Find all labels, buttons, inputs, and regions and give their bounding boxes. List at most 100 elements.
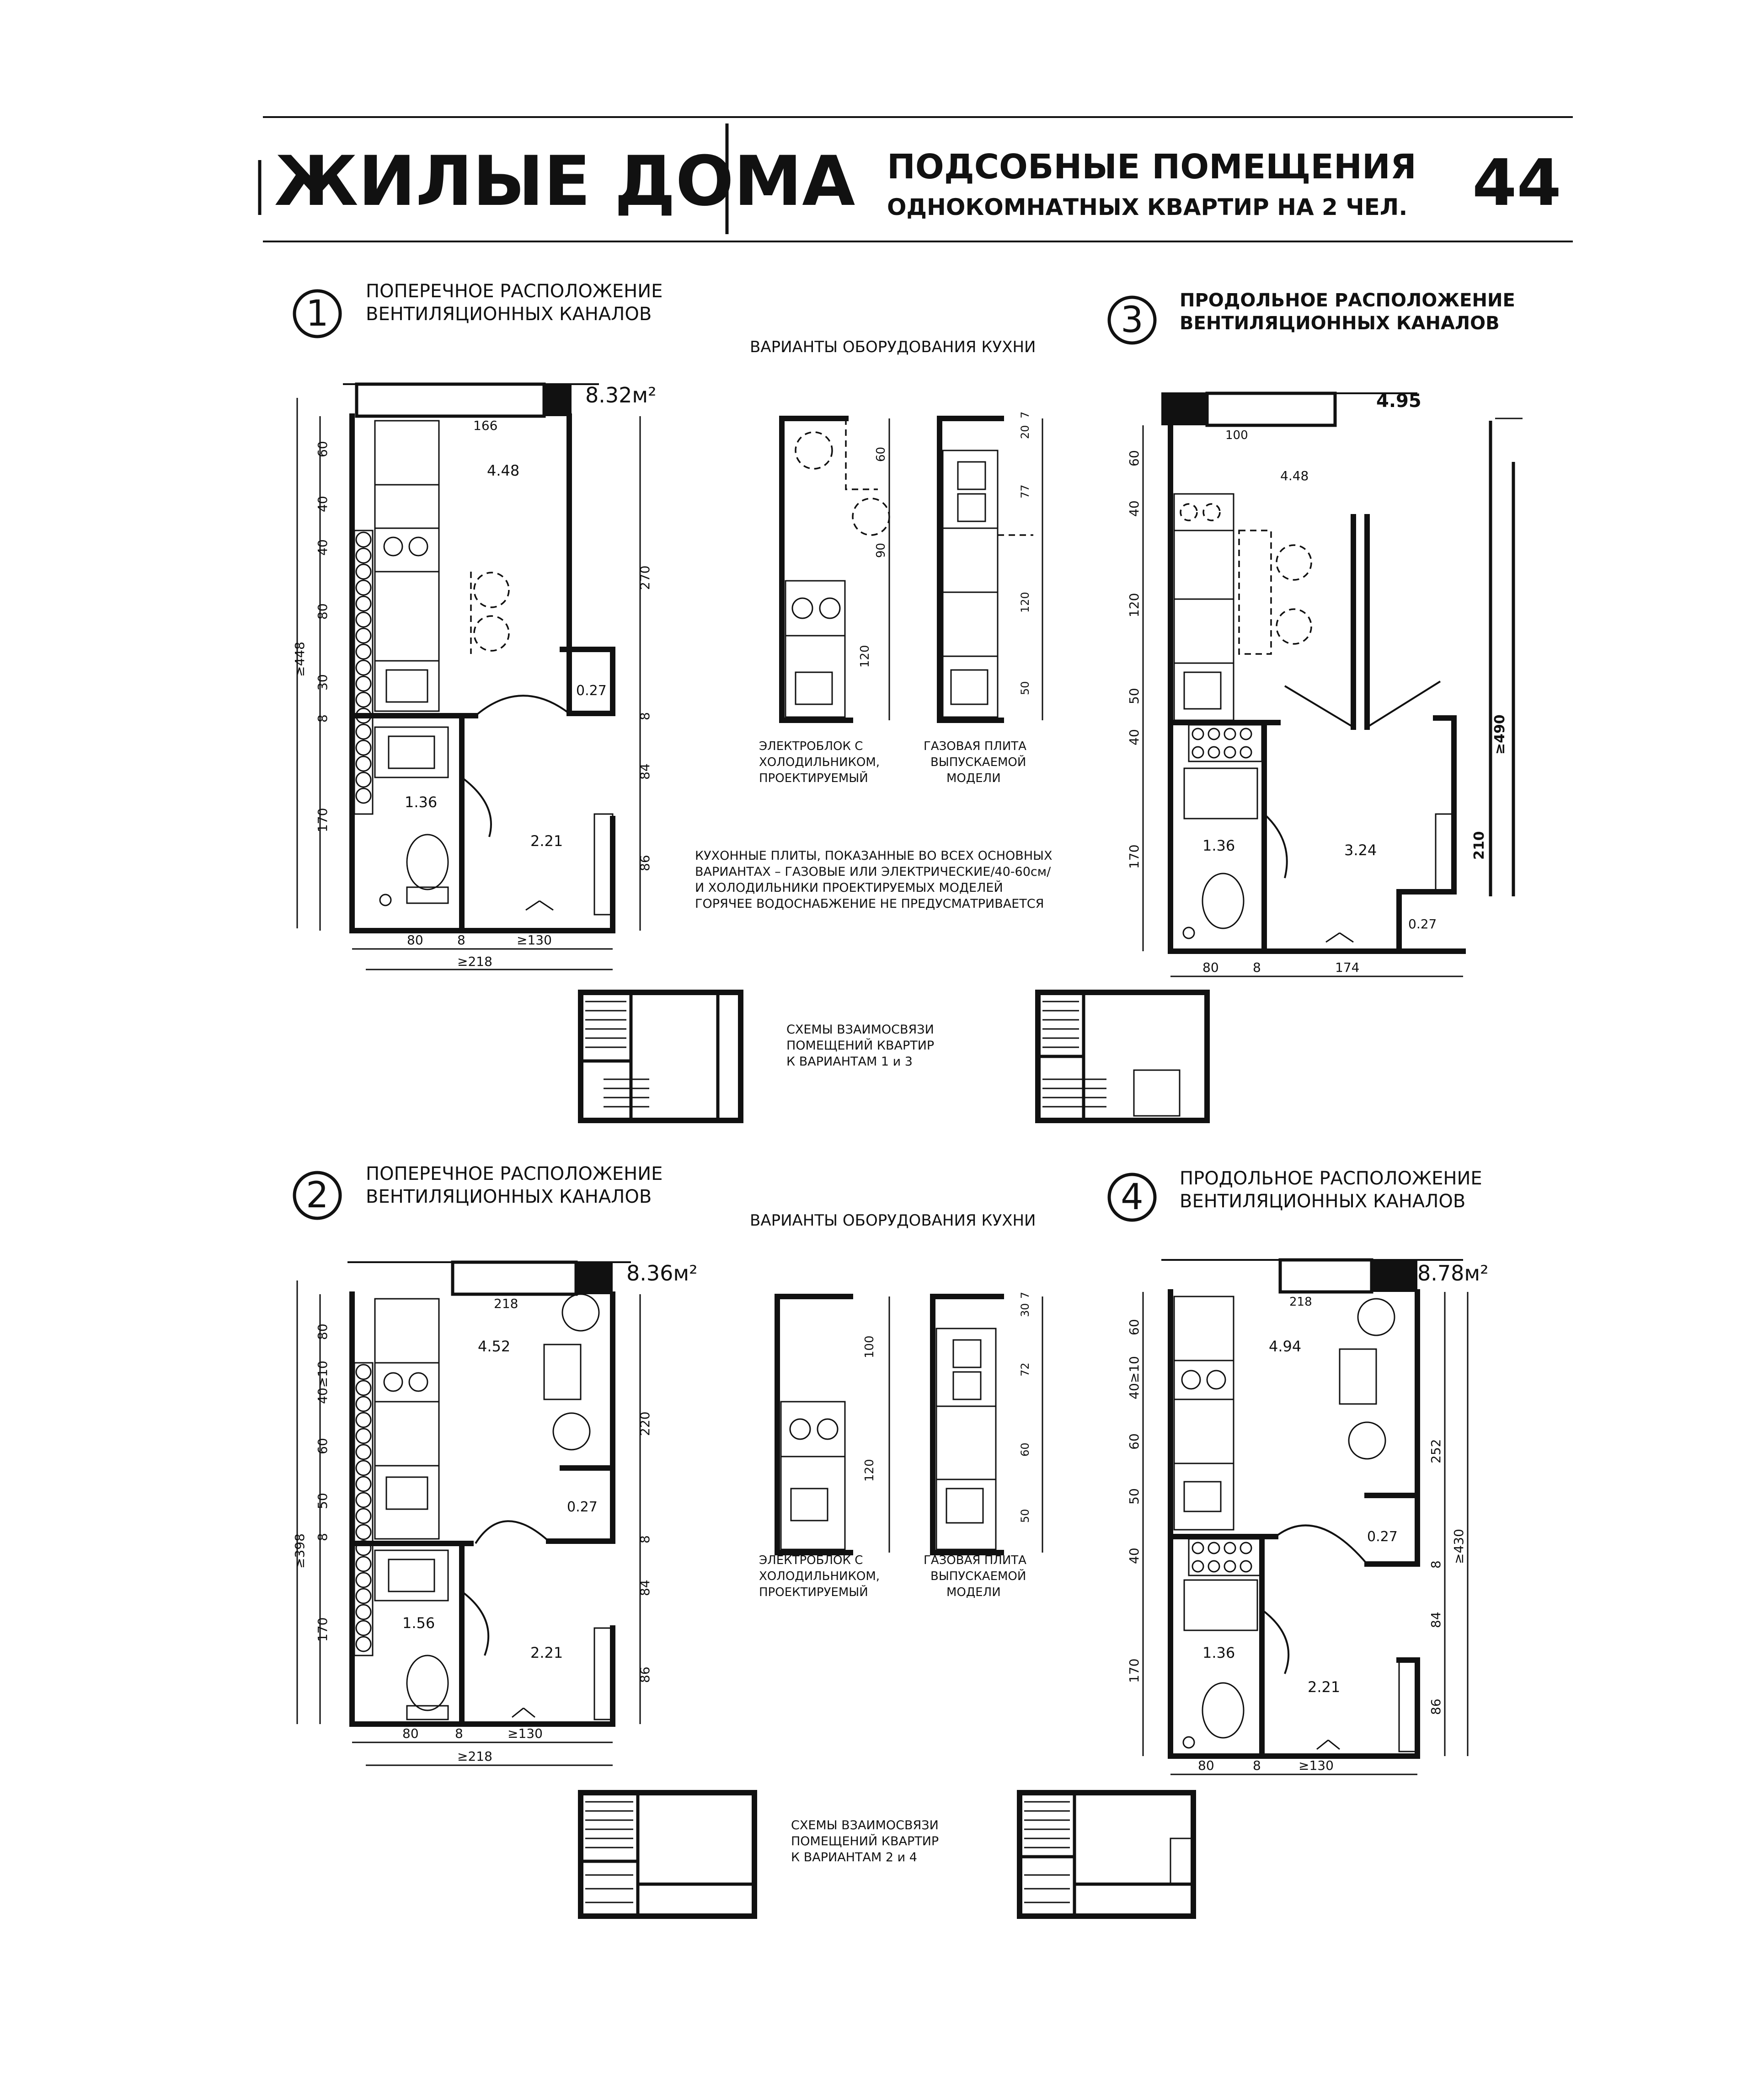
kitchen-dim: 120: [863, 1459, 876, 1482]
kitchen-dim: 90: [874, 543, 888, 558]
header: ЖИЛЫЕ ДОМА ПОДСОБНЫЕ ПОМЕЩЕНИЯ ОДНОКОМНА…: [258, 116, 1573, 242]
closet-area: 0.27: [1367, 1529, 1398, 1545]
bath-area: 1.36: [1202, 1644, 1235, 1661]
stool: [1357, 1298, 1395, 1336]
floor-plan: 8.32м² 4.48 166 0.27 1.36 2.21 60 40 40 …: [292, 382, 657, 970]
electric-label-line1: ЭЛЕКТРОБЛОК С: [759, 739, 863, 753]
vent-block: [1161, 393, 1207, 425]
schemes-1-3: СХЕМЫ ВЗАИМОСВЯЗИ ПОМЕЩЕНИЙ КВАРТИР К ВА…: [578, 990, 1210, 1123]
kitchen-dim: 120: [1019, 592, 1031, 613]
note-line3: И ХОЛОДИЛЬНИКИ ПРОЕКТИРУЕМЫХ МОДЕЛЕЙ: [695, 880, 1003, 895]
variant-number-circle: [1107, 295, 1157, 345]
gas-label-line3: МОДЕЛИ: [946, 771, 1001, 785]
bottom-dim: 8: [457, 932, 465, 948]
door-swing: [1275, 1524, 1368, 1565]
stool: [473, 572, 510, 608]
variant-number: 1: [306, 293, 329, 334]
bath-door-swing: [1261, 1609, 1290, 1674]
bottom-dim: 80: [1198, 1758, 1214, 1773]
apartment-area: 8.78м²: [1417, 1261, 1489, 1286]
stool: [473, 615, 510, 652]
kitchen-variants-title: ВАРИАНТЫ ОБОРУДОВАНИЯ КУХНИ: [750, 1211, 1036, 1230]
top-dimension: 218: [494, 1296, 518, 1311]
vent-block: [1372, 1260, 1417, 1292]
right-dim: 84: [637, 1580, 652, 1596]
left-dim: 40≥10: [1127, 1356, 1142, 1399]
stool: [552, 1412, 591, 1451]
vent-channels: [1188, 1538, 1263, 1576]
hall-area: 2.21: [1308, 1678, 1340, 1696]
left-dim: 40: [1127, 500, 1142, 517]
electric-label-line2: ХОЛОДИЛЬНИКОМ,: [759, 755, 880, 769]
top-wall: [451, 1260, 578, 1296]
kitchen-dim: 120: [858, 645, 872, 668]
bottom-total-dim: ≥218: [457, 1749, 492, 1764]
left-dim: 170: [315, 808, 330, 832]
right-dim: 86: [1428, 1698, 1443, 1715]
variant-number: 4: [1121, 1177, 1144, 1218]
vent-channels: [353, 1362, 374, 1656]
left-dim: 80: [315, 603, 330, 620]
hall-area: 3.24: [1344, 841, 1377, 859]
kitchen-electric: 100 120: [775, 1294, 890, 1555]
left-dim: 60: [315, 441, 330, 457]
vent-channels: [353, 530, 374, 815]
variant-caption-line2: ВЕНТИЛЯЦИОННЫХ КАНАЛОВ: [366, 304, 652, 325]
table: [1238, 530, 1272, 655]
right-total-dim: ≥430: [1451, 1529, 1466, 1564]
left-dim: 170: [1127, 1659, 1142, 1683]
variant-3: 3 ПРОДОЛЬНОЕ РАСПОЛОЖЕНИЕ ВЕНТИЛЯЦИОННЫХ…: [1107, 290, 1523, 977]
kitchen-variants-bottom: ВАРИАНТЫ ОБОРУДОВАНИЯ КУХНИ 100 120 ЭЛЕК…: [750, 1211, 1043, 1599]
left-dim: 60: [1127, 1433, 1142, 1450]
left-dim: 8: [315, 714, 330, 723]
closet-area: 0.27: [576, 683, 607, 699]
door-swing: [475, 1520, 550, 1544]
variant-caption-line1: ПРОДОЛЬНОЕ РАСПОЛОЖЕНИЕ: [1180, 290, 1515, 311]
scheme-diagram: [1017, 1790, 1196, 1919]
schemes-label-line2: ПОМЕЩЕНИЙ КВАРТИР: [791, 1834, 939, 1848]
right-dim: 8: [1428, 1560, 1443, 1569]
bottom-dim: 8: [1253, 960, 1261, 975]
kitchen-dim: 7: [1019, 1292, 1031, 1299]
variant-number-circle: [293, 289, 342, 338]
variant-number-circle: [1107, 1173, 1157, 1222]
total-left-dim: ≥448: [292, 642, 307, 677]
bottom-dim: 8: [1253, 1758, 1261, 1773]
bath-door-swing: [461, 1591, 490, 1656]
variant-caption-line1: ПРОДОЛЬНОЕ РАСПОЛОЖЕНИЕ: [1180, 1168, 1482, 1189]
stool: [1348, 1421, 1386, 1460]
bath-area: 1.36: [405, 793, 437, 811]
electric-label-line3: ПРОЕКТИРУЕМЫЙ: [759, 1585, 868, 1599]
header-subtitle-line2: ОДНОКОМНАТНЫХ КВАРТИР НА 2 ЧЕЛ.: [887, 194, 1407, 220]
left-dim: 170: [1127, 845, 1142, 869]
top-dimension: 166: [473, 418, 497, 433]
right-dim: 8: [637, 712, 652, 720]
equipment-note: КУХОННЫЕ ПЛИТЫ, ПОКАЗАННЫЕ ВО ВСЕХ ОСНОВ…: [695, 849, 1052, 911]
kitchen-counter: [1173, 1296, 1234, 1531]
left-dim: 40≥10: [315, 1361, 330, 1404]
closet-area: 0.27: [1408, 916, 1437, 932]
toilet: [1202, 873, 1245, 929]
left-dim: 50: [315, 1493, 330, 1509]
top-dimension: 218: [1289, 1295, 1312, 1309]
page-number: 44: [1472, 146, 1561, 220]
kitchen-gas: 30 7 72 60 50: [930, 1292, 1043, 1555]
right-dim: 220: [637, 1412, 652, 1436]
kitchen-variants-top: ВАРИАНТЫ ОБОРУДОВАНИЯ КУХНИ 60 90 120 ЭЛ…: [750, 338, 1043, 785]
bottom-dim: 8: [455, 1726, 463, 1741]
bottom-dim: ≥130: [508, 1726, 543, 1741]
left-dim: 120: [1127, 593, 1142, 617]
kitchen-dim: 7: [1019, 412, 1031, 418]
scheme-diagram: [1035, 990, 1210, 1123]
left-dim: 60: [315, 1438, 330, 1454]
right-dim: 210: [1471, 831, 1487, 860]
kitchen-electric: 60 90 120: [779, 416, 890, 723]
kitchen-dim: 30: [1019, 1303, 1031, 1317]
kitchen-gas: 20 7 77 120 50: [937, 412, 1043, 723]
schemes-label-line3: К ВАРИАНТАМ 2 и 4: [791, 1850, 917, 1864]
right-dim: 86: [637, 1666, 652, 1683]
right-dim: ≥490: [1492, 714, 1508, 755]
schemes-label-line1: СХЕМЫ ВЗАИМОСВЯЗИ: [791, 1818, 939, 1832]
schemes-label-line1: СХЕМЫ ВЗАИМОСВЯЗИ: [786, 1023, 934, 1037]
left-dim: 50: [1127, 688, 1142, 704]
